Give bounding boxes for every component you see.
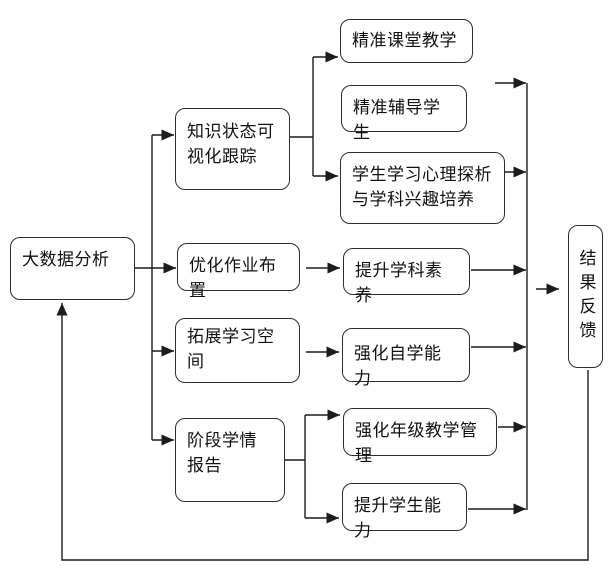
feedback-loop-line — [56, 303, 589, 561]
node-classroom-label: 精准课堂教学 — [352, 31, 457, 51]
node-ability-label: 提升学生能力 — [354, 496, 442, 541]
node-classroom: 精准课堂教学 — [340, 19, 473, 63]
node-literacy: 提升学科素养 — [343, 248, 470, 306]
edge-middle-rows — [306, 262, 340, 358]
node-psychology: 学生学习心理探析与学科兴趣培养 — [340, 152, 505, 224]
node-bigdata-label: 大数据分析 — [22, 250, 110, 270]
node-selfstudy-label: 强化自学能力 — [354, 344, 442, 389]
node-tutoring: 精准辅导学生 — [341, 85, 467, 143]
edge-report-branch — [285, 409, 340, 524]
node-feedback-label: 结果反馈 — [575, 248, 596, 345]
node-space-label: 拓展学习空间 — [187, 327, 275, 372]
node-tutoring-label: 精准辅导学生 — [353, 98, 441, 143]
node-literacy-label: 提升学科素养 — [355, 261, 443, 306]
node-management: 强化年级教学管理 — [343, 408, 497, 466]
node-report: 阶段学情报告 — [175, 418, 285, 502]
edge-knowledge-branch — [290, 51, 338, 182]
node-knowledge: 知识状态可视化跟踪 — [175, 108, 290, 190]
node-feedback: 结果反馈 — [568, 225, 603, 368]
node-knowledge-label: 知识状态可视化跟踪 — [187, 122, 275, 167]
node-homework-label: 优化作业布置 — [189, 256, 277, 301]
node-psychology-label: 学生学习心理探析与学科兴趣培养 — [352, 165, 492, 210]
node-management-label: 强化年级教学管理 — [355, 421, 478, 466]
node-report-label: 阶段学情报告 — [187, 431, 257, 476]
collector-line — [468, 77, 528, 515]
node-selfstudy: 强化自学能力 — [342, 328, 470, 389]
node-bigdata: 大数据分析 — [10, 237, 135, 300]
node-homework: 优化作业布置 — [177, 243, 300, 301]
node-space: 拓展学习空间 — [175, 318, 300, 383]
node-ability: 提升学生能力 — [342, 483, 467, 541]
edge-bigdata-branch — [135, 129, 176, 446]
